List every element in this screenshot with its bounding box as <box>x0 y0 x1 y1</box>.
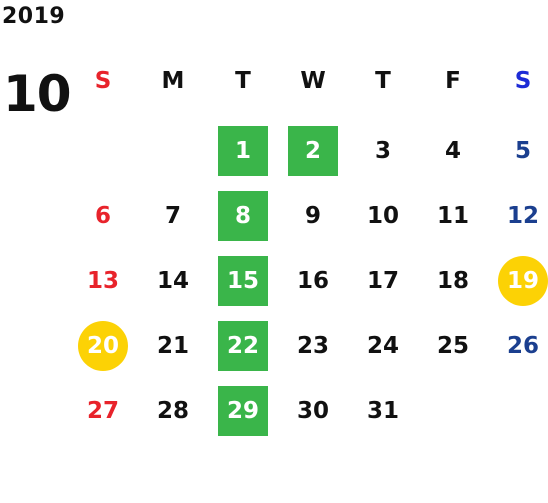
day-cell[interactable]: 12 <box>488 183 548 248</box>
day-number: 4 <box>444 137 461 164</box>
weekday-sunday: S <box>94 68 112 94</box>
day-cell[interactable]: 23 <box>278 313 348 378</box>
day-number: 24 <box>366 332 399 359</box>
day-number: 6 <box>94 202 111 229</box>
day-cell[interactable]: 1 <box>208 118 278 183</box>
day-cell[interactable]: 15 <box>208 248 278 313</box>
day-number: 28 <box>156 397 189 424</box>
day-cell[interactable]: 17 <box>348 248 418 313</box>
day-number: 23 <box>296 332 329 359</box>
day-number: 30 <box>296 397 329 424</box>
day-cell[interactable]: 18 <box>418 248 488 313</box>
month-label: 10 <box>3 65 72 123</box>
day-cell[interactable]: 3 <box>348 118 418 183</box>
day-cell[interactable]: 9 <box>278 183 348 248</box>
day-cell[interactable]: 30 <box>278 378 348 443</box>
day-number: 1 <box>218 125 268 176</box>
day-number: 13 <box>86 267 119 294</box>
day-cell[interactable]: 13 <box>68 248 138 313</box>
day-number: 17 <box>366 267 399 294</box>
day-cell[interactable]: 4 <box>418 118 488 183</box>
day-cell[interactable]: 6 <box>68 183 138 248</box>
day-cell[interactable]: 22 <box>208 313 278 378</box>
weekday-tuesday: T <box>235 68 251 94</box>
day-cell[interactable]: 20 <box>68 313 138 378</box>
day-cell[interactable]: 31 <box>348 378 418 443</box>
weekday-monday: M <box>161 68 185 94</box>
day-number: 25 <box>436 332 469 359</box>
day-number: 14 <box>156 267 189 294</box>
weekday-thursday: T <box>375 68 391 94</box>
day-number: 11 <box>436 202 469 229</box>
day-cell[interactable]: 27 <box>68 378 138 443</box>
weekday-friday: F <box>445 68 461 94</box>
day-number: 15 <box>218 255 268 306</box>
day-number: 3 <box>374 137 391 164</box>
day-number: 18 <box>436 267 469 294</box>
day-number: 20 <box>78 320 128 371</box>
weekday-saturday: S <box>514 68 532 94</box>
day-cell[interactable]: 8 <box>208 183 278 248</box>
day-cell[interactable]: 5 <box>488 118 548 183</box>
day-number: 31 <box>366 397 399 424</box>
day-number: 10 <box>366 202 399 229</box>
day-cell[interactable]: 10 <box>348 183 418 248</box>
day-number: 5 <box>514 137 531 164</box>
day-number: 26 <box>506 332 539 359</box>
day-number: 12 <box>506 202 539 229</box>
day-number: 8 <box>218 190 268 241</box>
weekday-wednesday: W <box>300 68 326 94</box>
day-cell[interactable]: 19 <box>488 248 548 313</box>
day-cell[interactable]: 2 <box>278 118 348 183</box>
day-number: 16 <box>296 267 329 294</box>
year-label: 2019 <box>2 4 66 29</box>
day-number: 27 <box>86 397 119 424</box>
day-number: 7 <box>164 202 181 229</box>
day-cell[interactable]: 24 <box>348 313 418 378</box>
day-cell[interactable]: 21 <box>138 313 208 378</box>
day-cell[interactable]: 29 <box>208 378 278 443</box>
day-cell[interactable]: 28 <box>138 378 208 443</box>
day-number: 9 <box>304 202 321 229</box>
day-cell[interactable]: 16 <box>278 248 348 313</box>
day-number: 2 <box>288 125 338 176</box>
day-cell[interactable]: 7 <box>138 183 208 248</box>
day-cell[interactable]: 26 <box>488 313 548 378</box>
day-number: 21 <box>156 332 189 359</box>
day-number: 29 <box>218 385 268 436</box>
day-number: 19 <box>498 255 548 306</box>
day-number: 22 <box>218 320 268 371</box>
day-cell[interactable]: 11 <box>418 183 488 248</box>
weekday-header: S M T W T F S <box>68 65 548 97</box>
day-cell[interactable]: 14 <box>138 248 208 313</box>
day-cell[interactable]: 25 <box>418 313 488 378</box>
